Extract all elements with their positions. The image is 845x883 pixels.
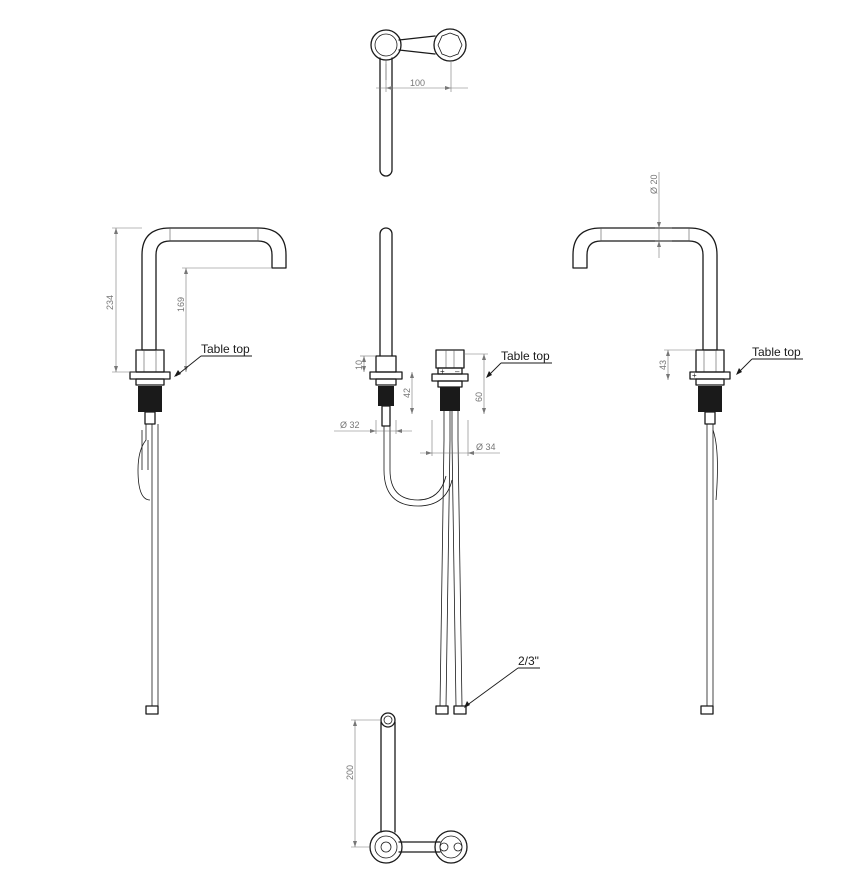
svg-text:–: – (455, 367, 460, 376)
bottom-view: 200 (345, 712, 468, 864)
dim-thread-center: 42 (402, 388, 412, 398)
label-table-top-center: Table top (501, 349, 550, 363)
dim-overall-height: 234 (105, 295, 115, 310)
top-view: 100 (370, 28, 468, 177)
dim-spout-diameter: Ø 20 (649, 174, 659, 194)
dim-base-left: 43 (658, 360, 668, 370)
dim-handle-diameter: Ø 34 (476, 442, 496, 452)
dim-bottom-length: 200 (345, 765, 355, 780)
dim-handle-height: 60 (474, 392, 484, 402)
right-side-view: + Ø 20 43 Table top (572, 172, 803, 715)
svg-text:+: + (440, 367, 445, 376)
dim-base-center: 10 (354, 360, 364, 370)
label-table-top-right: Table top (752, 345, 801, 359)
svg-text:+: + (692, 371, 697, 380)
dim-base-diameter: Ø 32 (340, 420, 360, 430)
dim-top-spacing: 100 (410, 78, 425, 88)
left-side-view: 234 169 Table top (105, 227, 287, 715)
center-front-view: + – 10 42 60 Ø 32 Ø 34 (334, 227, 552, 715)
label-table-top-left: Table top (201, 342, 250, 356)
label-hose-connection: 2/3" (518, 654, 539, 668)
dim-spout-drop: 169 (176, 297, 186, 312)
